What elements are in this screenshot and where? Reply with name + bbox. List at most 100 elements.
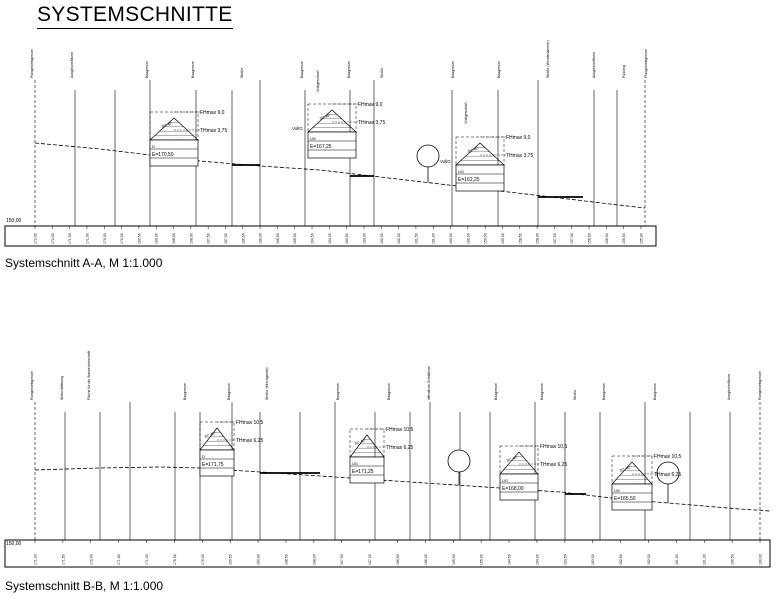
section-b-marker-label: Plangebietsgrenze	[758, 371, 762, 400]
section-b-th-label: THmax 6,25	[654, 472, 681, 478]
section-a-elevation-label: E=170,50	[152, 152, 174, 158]
section-a-station-label: 170,00	[120, 233, 124, 244]
section-b-fh-label: FHmax 10,5	[236, 420, 263, 426]
section-b-roof-pitch-label: 35°-45°	[354, 438, 367, 446]
section-b-marker-label: Baugrenze	[336, 383, 340, 400]
section-a-marker-label: Baugrenze	[347, 61, 351, 78]
section-a-vollg-label: VollG	[292, 126, 303, 131]
section-b-roof-pitch-label: 35°-45°	[204, 431, 217, 439]
section-a-station-label: 163,00	[362, 233, 366, 244]
section-a-marker-label: Plangebietsgrenze	[30, 49, 34, 78]
section-a-station-label: 159,00	[501, 233, 505, 244]
section-a-station-label: 163,50	[345, 233, 349, 244]
section-a-station-label: 169,50	[137, 233, 141, 244]
section-b-roof-pitch-label: 35°-45°	[619, 465, 632, 473]
section-a-fh-label: FHmax 9,0	[506, 135, 531, 141]
section-b-tree-icon	[447, 449, 471, 473]
section-a-caption: Systemschnitt A-A, M 1:1.000	[5, 256, 163, 270]
section-a-station-label: 155,50	[622, 233, 626, 244]
section-a-station-label: 162,00	[397, 233, 401, 244]
section-a-station-label: 160,50	[449, 233, 453, 244]
section-a-marker-label: Straße	[380, 67, 384, 78]
section-a-house-body	[307, 131, 357, 159]
section-a-marker-label: Baugrenze	[300, 61, 304, 78]
section-b-caption: Systemschnitt B-B, M 1:1.000	[5, 579, 164, 593]
section-b-marker-label: Plangebietsgrenze	[30, 371, 34, 400]
section-a-marker-label: Ausgleichsfläche	[592, 52, 596, 78]
section-a-house-roof	[307, 109, 357, 133]
section-b-station-label: 171,00	[145, 554, 149, 565]
section-b-station-label: 161,00	[703, 554, 707, 565]
section-a-marker-label: Ausgleichsfläche	[70, 52, 74, 78]
section-a-elevation-label: E=167,25	[310, 144, 332, 150]
section-b-station-label: 171,50	[61, 554, 65, 565]
section-a-marker-label: Fußweg	[622, 65, 626, 78]
section-a-station-label: 169,00	[155, 233, 159, 244]
section-b-station-label: 163,00	[591, 554, 595, 565]
section-a-house-roof	[149, 117, 199, 141]
section-b-elevation-label: E=165,50	[614, 496, 636, 502]
section-a-marker-label: Straße	[240, 67, 244, 78]
section-b-marker-label: Baugrenze	[183, 383, 187, 400]
section-b-house-body	[611, 483, 653, 511]
section-b-th-label: THmax 6,25	[236, 438, 263, 444]
section-b-marker-label: Wirtschaftsweg	[60, 376, 64, 400]
section-b-marker-label: Baugrenze	[227, 383, 231, 400]
section-b-station-label: 172,00	[89, 554, 93, 565]
section-b-level-text: UG	[614, 488, 620, 493]
section-a-station-label: 156,50	[588, 233, 592, 244]
section-b-fh-label: FHmax 10,5	[654, 454, 681, 460]
section-b-station-label: 160,00	[759, 554, 763, 565]
section-a-station-label: 161,00	[432, 233, 436, 244]
section-b-house-roof	[499, 451, 539, 475]
section-a-station-label: 166,50	[241, 233, 245, 244]
section-a-station-label: 171,50	[68, 233, 72, 244]
section-a-station-label: 158,50	[518, 233, 522, 244]
section-b-level-text: UG	[502, 478, 508, 483]
section-a-station-label: 166,00	[259, 233, 263, 244]
section-a-elevation-label: E=162,25	[458, 177, 480, 183]
section-a-vertical-note: Vollgeschoß	[315, 70, 320, 92]
section-b-marker-label: Baugrenze	[387, 383, 391, 400]
section-a-marker-label: Baugrenze	[451, 61, 455, 78]
section-a-th-label: THmax 3,75	[506, 153, 533, 159]
section-a-marker-label: Straße (Wendehammer)	[546, 40, 550, 78]
section-a-height-frame	[149, 111, 199, 141]
section-b-station-label: 169,00	[257, 554, 261, 565]
section-b-level-label: 150,00	[6, 541, 22, 547]
section-a-station-label: 167,50	[207, 233, 211, 244]
section-a-station-label: 168,50	[172, 233, 176, 244]
section-a-station-label: 158,00	[536, 233, 540, 244]
section-b-station-label: 164,00	[535, 554, 539, 565]
section-b-ground-bar	[4, 539, 771, 568]
section-a-vollg-label: VollG	[440, 159, 451, 164]
section-b-house-body	[199, 449, 235, 477]
section-a-height-frame	[455, 136, 505, 166]
section-b-station-label: 167,50	[340, 554, 344, 565]
section-a-fh-label: FHmax 9,0	[358, 102, 383, 108]
section-a-station-label: 168,00	[189, 233, 193, 244]
section-a-house-body	[455, 164, 505, 192]
section-b-level-text: UG	[352, 461, 358, 466]
section-b-station-label: 166,50	[396, 554, 400, 565]
section-a-marker-label: Baugrenze	[497, 61, 501, 78]
section-a-fh-label: FHmax 9,0	[200, 110, 225, 116]
section-a-house-body	[149, 139, 199, 167]
section-a-roof-pitch-label: 35°-45°	[319, 113, 332, 121]
section-a-station-label: 156,00	[605, 233, 609, 244]
section-b-elevation-label: E=171,25	[352, 469, 374, 475]
section-a-vertical-note: Vollgeschoß	[463, 102, 468, 124]
page-title: SYSTEMSCHNITTE	[37, 3, 233, 29]
section-a-house-roof	[455, 142, 505, 166]
section-a-station-label: 159,50	[484, 233, 488, 244]
section-b-marker-label: Ausgleichsfläche	[727, 374, 731, 400]
section-a-th-label: THmax 3,75	[358, 120, 385, 126]
section-a-station-label: 162,50	[380, 233, 384, 244]
section-b-marker-label: öffentliche Grünfläche	[427, 366, 431, 400]
section-b-station-label: 168,00	[312, 554, 316, 565]
section-a-level-text: D	[152, 144, 155, 149]
section-b-station-label: 167,00	[368, 554, 372, 565]
section-a-th-label: THmax 3,75	[200, 128, 227, 134]
section-a-station-label: 170,50	[103, 233, 107, 244]
